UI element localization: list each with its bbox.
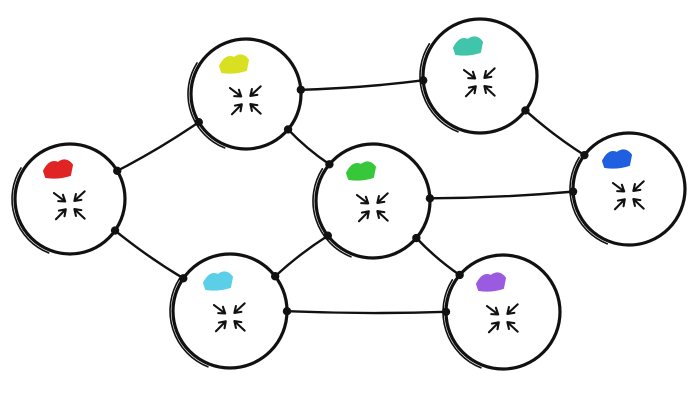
edge-port-green-cyan-end xyxy=(270,272,280,281)
node-purple-arrow-3 xyxy=(487,321,500,334)
node-teal-arrow-3 xyxy=(464,85,477,98)
node-purple-arrow-1 xyxy=(485,304,500,316)
edge-port-teal-blue-end xyxy=(580,150,589,160)
inward-arrows-icon xyxy=(462,67,496,98)
inward-arrows-icon xyxy=(485,303,519,334)
edge-port-teal-blue-start xyxy=(521,106,530,115)
node-green xyxy=(312,142,432,260)
node-red-arrow-3 xyxy=(54,208,67,221)
node-teal-color-tag xyxy=(453,36,483,56)
edge-red-yellow xyxy=(116,120,200,173)
node-purple-arrow-2 xyxy=(506,303,519,315)
edge-cyan-purple xyxy=(285,310,448,315)
node-green-arrow-3 xyxy=(357,210,370,223)
node-green-sketch-stroke xyxy=(312,168,352,258)
node-red-arrow-1 xyxy=(52,191,67,203)
node-blue-circle xyxy=(571,131,687,247)
edge-port-red-yellow-end xyxy=(194,117,203,127)
node-blue-color-tag xyxy=(602,149,632,169)
edge-port-green-blue-start xyxy=(425,194,435,203)
inward-arrows-icon xyxy=(355,192,389,223)
inward-arrows-icon xyxy=(52,190,86,221)
node-green-circle xyxy=(314,142,432,260)
edge-port-yellow-teal-end xyxy=(418,76,428,85)
nodes-layer xyxy=(11,17,687,371)
node-teal-circle xyxy=(421,17,539,135)
node-yellow-arrow-2 xyxy=(249,85,262,97)
node-yellow-color-tag xyxy=(219,54,249,74)
node-cyan-arrow-4 xyxy=(233,320,246,332)
node-yellow-arrow-3 xyxy=(230,103,243,116)
ports-layer xyxy=(110,76,589,316)
node-red xyxy=(11,142,127,256)
node-red-circle xyxy=(13,142,127,256)
edge-yellow-green xyxy=(286,128,331,166)
node-cyan-color-tag xyxy=(203,271,233,291)
node-cyan-sketch-stroke xyxy=(169,278,209,368)
node-teal-sketch-stroke xyxy=(419,43,459,133)
node-red-arrow-2 xyxy=(73,190,86,202)
node-blue-sketch-stroke xyxy=(569,156,609,245)
node-green-color-tag xyxy=(346,161,376,181)
edge-yellow-teal xyxy=(299,79,425,91)
edge-port-red-cyan-start xyxy=(110,226,120,235)
edge-port-red-cyan-end xyxy=(179,274,188,283)
inward-arrows-icon xyxy=(228,85,262,116)
node-red-sketch-stroke xyxy=(11,167,50,254)
node-cyan-circle xyxy=(171,252,289,370)
node-yellow-arrow-4 xyxy=(249,103,262,115)
node-green-arrow-2 xyxy=(376,192,389,204)
edge-green-purple xyxy=(415,236,461,277)
node-purple-color-tag xyxy=(476,272,506,292)
edge-teal-blue xyxy=(524,109,586,157)
node-yellow-arrow-1 xyxy=(228,86,243,98)
node-blue-arrow-1 xyxy=(611,181,626,193)
edge-port-green-purple-end xyxy=(455,270,464,280)
edge-port-green-purple-start xyxy=(412,233,421,243)
edge-port-cyan-purple-start xyxy=(282,307,292,316)
node-teal-arrow-4 xyxy=(483,85,496,97)
edge-port-yellow-green-start xyxy=(283,125,293,134)
node-purple-circle xyxy=(444,253,562,371)
node-green-arrow-4 xyxy=(376,210,389,222)
node-red-color-tag xyxy=(43,159,73,179)
node-red-arrow-4 xyxy=(73,208,86,220)
node-teal-arrow-2 xyxy=(483,67,496,79)
node-purple-sketch-stroke xyxy=(442,279,482,369)
edges-layer xyxy=(113,79,586,315)
edge-green-blue xyxy=(428,190,575,200)
node-cyan xyxy=(169,252,289,370)
node-yellow-sketch-stroke xyxy=(187,62,226,149)
inward-arrows-icon xyxy=(611,180,645,211)
node-green-arrow-1 xyxy=(355,193,370,205)
node-yellow-circle xyxy=(189,37,303,151)
edge-green-cyan xyxy=(273,234,330,278)
node-yellow xyxy=(187,37,303,151)
edge-red-cyan xyxy=(113,229,185,280)
node-teal-arrow-1 xyxy=(462,68,477,80)
node-teal xyxy=(419,17,539,135)
node-blue-arrow-3 xyxy=(613,198,626,211)
node-blue-arrow-4 xyxy=(632,198,645,210)
node-cyan-arrow-2 xyxy=(233,302,246,314)
edge-port-cyan-purple-end xyxy=(441,307,451,316)
node-purple-arrow-4 xyxy=(506,321,519,333)
edge-port-yellow-green-end xyxy=(325,160,334,169)
edge-port-yellow-teal-start xyxy=(296,85,306,94)
node-cyan-arrow-1 xyxy=(212,303,227,315)
edge-port-red-yellow-start xyxy=(113,166,122,176)
inward-arrows-icon xyxy=(212,302,246,333)
node-cyan-arrow-3 xyxy=(214,320,227,333)
node-blue xyxy=(569,131,687,247)
edge-port-green-blue-end xyxy=(568,187,578,196)
edge-port-green-cyan-start xyxy=(323,231,333,240)
node-blue-arrow-2 xyxy=(632,180,645,192)
